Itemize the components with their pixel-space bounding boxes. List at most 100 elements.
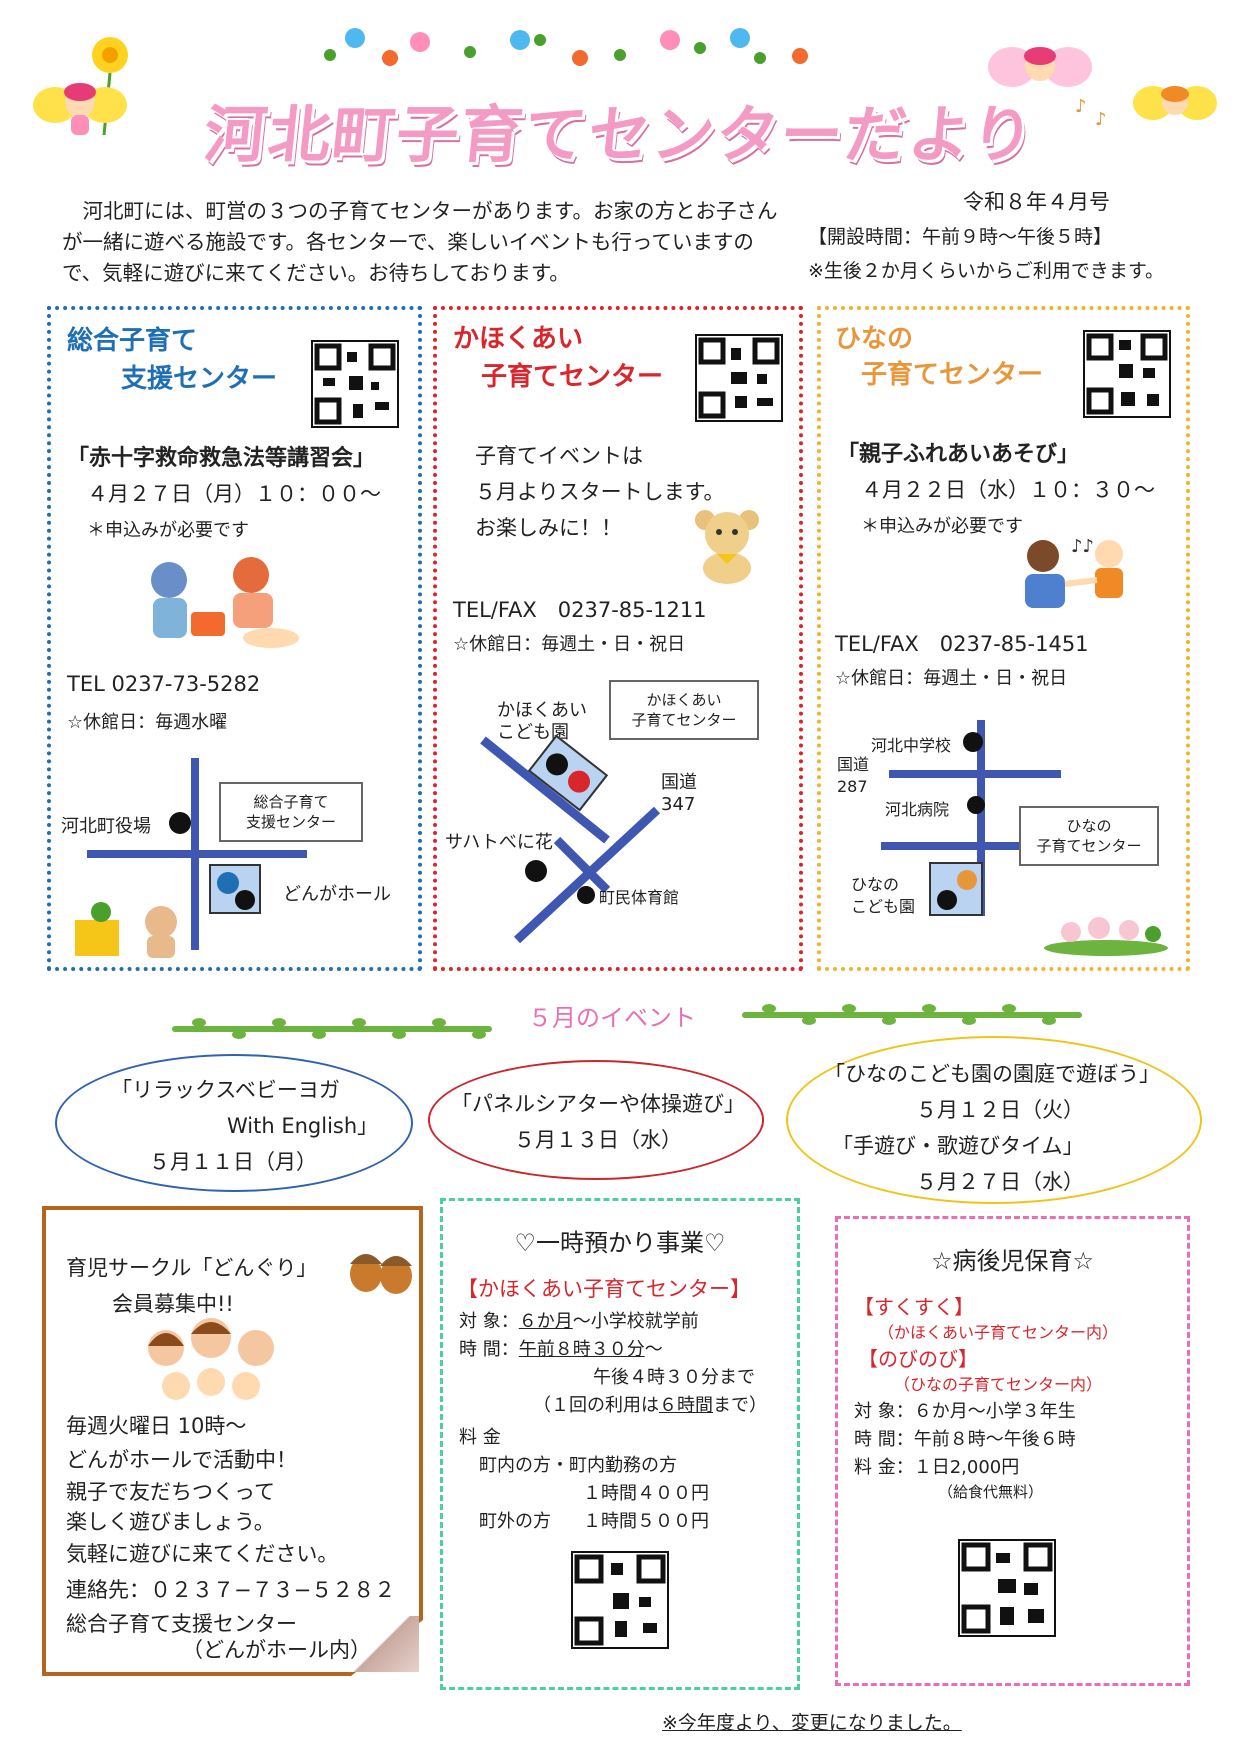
map-label-sahato: サハトべに花: [445, 832, 553, 853]
map-label-school: 河北中学校: [871, 736, 952, 755]
temporary-fee-in-label: 町内の方・町内勤務の方: [479, 1455, 677, 1476]
event1-date: ５月１１日（月）: [149, 1150, 317, 1174]
circle-line2: 会員募集中!!: [112, 1292, 234, 1316]
event1-title-line2: With English」: [227, 1114, 379, 1138]
map-callout: 総合子育て 支援センター: [219, 782, 363, 842]
event-ellipse-3: 「ひなのこども園の園庭で遊ぼう」 ５月１２日（火） 「手遊び・歌遊びタイム」 ５…: [786, 1036, 1202, 1204]
rabbits-illustration-icon: [1041, 896, 1171, 956]
temporary-fee-in-value: １時間４００円: [583, 1483, 709, 1504]
circle-org: 総合子育て支援センター: [66, 1612, 297, 1636]
temporary-time-end: 午後４時３０分まで: [593, 1367, 755, 1388]
event-title: 「親子ふれあいあそび」: [837, 442, 1080, 467]
intro-paragraph: 河北町には、町営の３つの子育てセンターがあります。お家の方とお子さんが一緒に遊べ…: [62, 199, 778, 285]
map-label-route: 国道 347: [661, 772, 697, 815]
event2-title: 「パネルシアターや体操遊び」: [451, 1092, 745, 1116]
temporary-fee-out-value: １時間５００円: [583, 1511, 709, 1532]
closed-days: ☆休館日：毎週土・日・祝日: [453, 634, 686, 655]
age-note: ※生後２か月くらいからご利用できます。: [808, 260, 1165, 282]
tel: TEL/FAX 0237-85-1451: [835, 632, 1089, 656]
event-ellipse-2: 「パネルシアターや体操遊び」 ５月１３日（水）: [428, 1060, 764, 1180]
map-label-hall: どんがホール: [283, 884, 391, 905]
event3-date-b: ５月２７日（水）: [916, 1170, 1084, 1194]
map-building: [929, 862, 983, 916]
message-line3: お楽しみに！！: [475, 516, 622, 540]
first-aid-illustration-icon: [131, 550, 311, 650]
sick-care-name2: 【のびのび】: [858, 1347, 978, 1371]
temporary-heading: ♡一時預かり事業♡: [514, 1229, 726, 1257]
map-label-hospital: 河北病院: [885, 800, 950, 819]
teddy-bear-icon: [687, 506, 767, 586]
event-title: 「赤十字救命救急法等講習会」: [67, 446, 376, 471]
circle-line6: 楽しく遊びましょう。: [66, 1510, 275, 1534]
svg-text:♪♪: ♪♪: [1071, 536, 1094, 557]
temporary-care-box: ♡一時預かり事業♡ 【かほくあい子育てセンター】 対 象：６か月～小学校就学前 …: [440, 1198, 800, 1690]
circle-line5: 親子で友だちつくって: [66, 1480, 275, 1504]
map-callout: かほくあい 子育てセンター: [609, 680, 759, 740]
center-box-sogo: 総合子育て 支援センター 「赤十字救命救急法等講習会」 ４月２７日（月）１０：０…: [47, 306, 422, 971]
map-building: [209, 864, 261, 914]
event-date: ４月２７日（月）１０：００～: [87, 482, 381, 506]
tel: TEL 0237-73-5282: [67, 672, 261, 696]
acorn-icon: [346, 1238, 416, 1298]
map-callout: ひなの 子育てセンター: [1019, 806, 1159, 866]
vine-decoration-right: [742, 1004, 1082, 1025]
header-decoration: ♪ ♪: [0, 0, 1241, 150]
flower-garland-icon: ♪ ♪: [33, 28, 1217, 136]
qr-code-icon[interactable]: [1083, 330, 1171, 418]
closed-days: ☆休館日：毎週水曜: [67, 712, 228, 733]
intro-text: 河北町には、町営の３つの子育てセンターがあります。お家の方とお子さんが一緒に遊べ…: [62, 196, 782, 289]
circle-line7: 気軽に遊びに来てください。: [66, 1542, 339, 1566]
temporary-fee-label: 料 金: [459, 1427, 501, 1448]
qr-code-icon[interactable]: [311, 340, 399, 428]
closed-days: ☆休館日：毎週土・日・祝日: [835, 668, 1068, 689]
family-illustration-icon: [136, 1316, 286, 1406]
sick-care-box: ☆病後児保育☆ 【すくすく】 （かほくあい子育てセンター内） 【のびのび】 （ひ…: [835, 1216, 1190, 1686]
sick-care-name2-sub: （ひなの子育てセンター内）: [894, 1375, 1103, 1394]
sick-care-target: 対 象：６か月～小学３年生: [854, 1401, 1076, 1422]
may-events-heading: ５月のイベント: [528, 1004, 696, 1032]
sick-care-fee: 料 金：１日2,000円: [854, 1457, 1020, 1478]
opening-hours: 【開設時間：午前９時～午後５時】: [808, 226, 1113, 248]
toys-illustration-icon: [71, 890, 191, 960]
tel: TEL/FAX 0237-85-1211: [453, 598, 707, 622]
footer-note: ※今年度より、変更になりました。: [662, 1712, 962, 1734]
message-line1: 子育てイベントは: [475, 444, 643, 468]
event-date: ４月２２日（水）１０：３０～: [861, 478, 1155, 502]
parent-child-play-icon: ♪♪: [1011, 534, 1141, 614]
center-box-hinano: ひなの 子育てセンター 「親子ふれあいあそび」 ４月２２日（水）１０：３０～ ＊…: [817, 306, 1190, 971]
map-label-gym: 町民体育館: [599, 888, 680, 907]
center-name-line1: ひなの: [835, 324, 914, 354]
qr-code-icon[interactable]: [571, 1551, 669, 1649]
event1-title-line1: 「リラックスベビーヨガ: [111, 1078, 340, 1102]
temporary-time: 時 間：午前８時３０分～: [459, 1339, 663, 1360]
center-box-kahokuai: かほくあい 子育てセンター 子育てイベントは ５月よりスタートします。 お楽しみ…: [433, 306, 803, 971]
map-hinano: 河北中学校 国道 287 河北病院 ひなの 子育てセンター ひなの こども園: [821, 710, 1191, 970]
map-label-kodomoen: かほくあい こども園: [497, 700, 587, 743]
sick-care-time: 時 間：午前８時～午後６時: [854, 1429, 1076, 1450]
event3-title-b: 「手遊び・歌遊びタイム」: [832, 1134, 1084, 1158]
circle-contact: 連絡先：０２３７−７３−５２８２: [66, 1578, 396, 1602]
event-note: ＊申込みが必要です: [87, 520, 249, 541]
sick-care-name1-sub: （かほくあい子育てセンター内）: [878, 1323, 1119, 1342]
sick-care-heading: ☆病後児保育☆: [930, 1247, 1095, 1275]
qr-code-icon[interactable]: [958, 1539, 1056, 1637]
page-title: 河北町子育てセンターだより: [200, 98, 1040, 171]
vine-decoration-left: [172, 1018, 492, 1039]
center-name-line2: 子育てセンター: [861, 360, 1044, 390]
temporary-center: 【かほくあい子育てセンター】: [457, 1277, 751, 1301]
circle-donguri-box: 育児サークル「どんぐり」 会員募集中!! 毎週火曜日 10時～ どんがホールで活…: [42, 1206, 423, 1676]
message-line2: ５月よりスタートします。: [475, 480, 725, 504]
temporary-time-note: （１回の利用は６時間まで）: [533, 1395, 767, 1416]
sick-care-fee-note: （給食代無料）: [938, 1483, 1044, 1501]
event3-date-a: ５月１２日（火）: [916, 1098, 1084, 1122]
map-kahokuai: かほくあい こども園 かほくあい 子育てセンター 国道 347 サハトべに花 町…: [437, 680, 802, 970]
circle-line1: 育児サークル「どんぐり」: [66, 1256, 318, 1280]
circle-line4: どんがホールで活動中！: [66, 1448, 297, 1472]
temporary-target: 対 象：６か月～小学校就学前: [459, 1311, 699, 1332]
center-name-line1: 総合子育て: [67, 326, 198, 356]
sick-care-name1: 【すくすく】: [854, 1295, 974, 1319]
center-name-line1: かほくあい: [453, 324, 584, 354]
event-note: ＊申込みが必要です: [861, 516, 1023, 537]
circle-org-sub: （どんがホール内）: [182, 1638, 371, 1662]
qr-code-icon[interactable]: [695, 334, 783, 422]
